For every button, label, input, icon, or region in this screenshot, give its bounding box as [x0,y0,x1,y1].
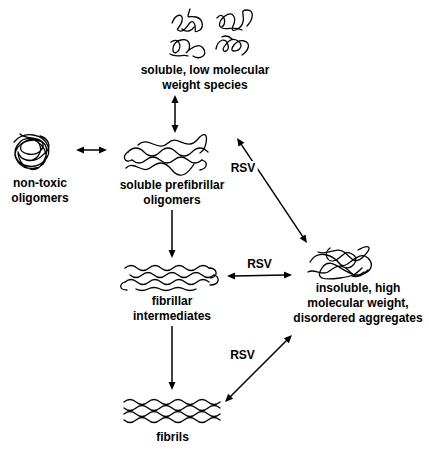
strand [124,418,220,423]
connector-arrow [76,147,107,154]
strand [124,412,220,417]
arrow-head [225,394,233,402]
edge-label: RSV [229,161,258,175]
connector-line [241,144,303,237]
connector-arrow [237,138,307,243]
arrow-head [227,272,235,279]
tangled-coil [326,248,368,277]
strand [128,148,208,156]
arrow-head [76,147,84,154]
arrow-head [284,335,292,343]
fibril [124,400,220,423]
strand [125,266,209,271]
arrow-head [169,382,176,390]
connector-line [171,210,173,251]
tangled-coil [308,247,369,277]
tangled-coil [14,135,49,170]
strand [124,400,220,405]
arrow-head [99,147,107,154]
species-node: fibrils [120,390,225,447]
monomer-coils [170,9,252,58]
edge-label: RSV [245,257,274,271]
species-label: fibrillar intermediates [117,294,227,324]
strand [132,157,202,163]
species-label: fibrils [120,430,225,445]
species-node: insoluble, high molecular weight, disord… [292,243,424,328]
connector-arrow [227,272,292,280]
strand [124,406,220,411]
monomer-coil [170,40,205,58]
species-node: fibrillar intermediates [117,258,227,326]
disordered-aggregate [308,247,371,279]
species-label: non-toxic oligomers [4,176,76,206]
oligomer-ball [14,134,49,169]
connector-line [171,326,173,383]
connector-line [174,102,176,126]
arrow-head [284,272,292,279]
connector-arrow [225,335,292,402]
species-node: soluble, low molecular weight species [125,8,285,95]
arrow-head [237,138,244,147]
tangled-coil [18,134,49,161]
arrow-head [169,250,176,258]
strand [130,273,214,278]
monomer-coil [172,9,202,32]
strand [138,135,207,153]
strand [125,280,209,285]
connector-arrow [172,95,179,133]
strand [125,152,207,170]
strand [126,163,194,175]
species-node: soluble prefibrillar oligomers [107,133,237,210]
monomer-coil [217,10,252,30]
strand [136,288,196,291]
prefibrillar-strands [125,135,208,175]
connector-line [234,274,285,276]
species-label: insoluble, high molecular weight, disord… [292,281,424,326]
species-label: soluble prefibrillar oligomers [107,178,237,208]
species-node: non-toxic oligomers [4,128,76,208]
monomer-coil [216,36,248,55]
connector-arrow [169,326,176,390]
arrow-head [300,234,307,243]
fibrillar-intermediate [121,266,218,291]
edge-label: RSV [228,348,257,362]
arrow-head [172,125,179,133]
arrow-head [172,95,179,103]
species-label: soluble, low molecular weight species [125,63,285,93]
strand-loop [121,268,218,290]
connector-line [83,149,100,151]
connector-arrow [169,210,176,258]
